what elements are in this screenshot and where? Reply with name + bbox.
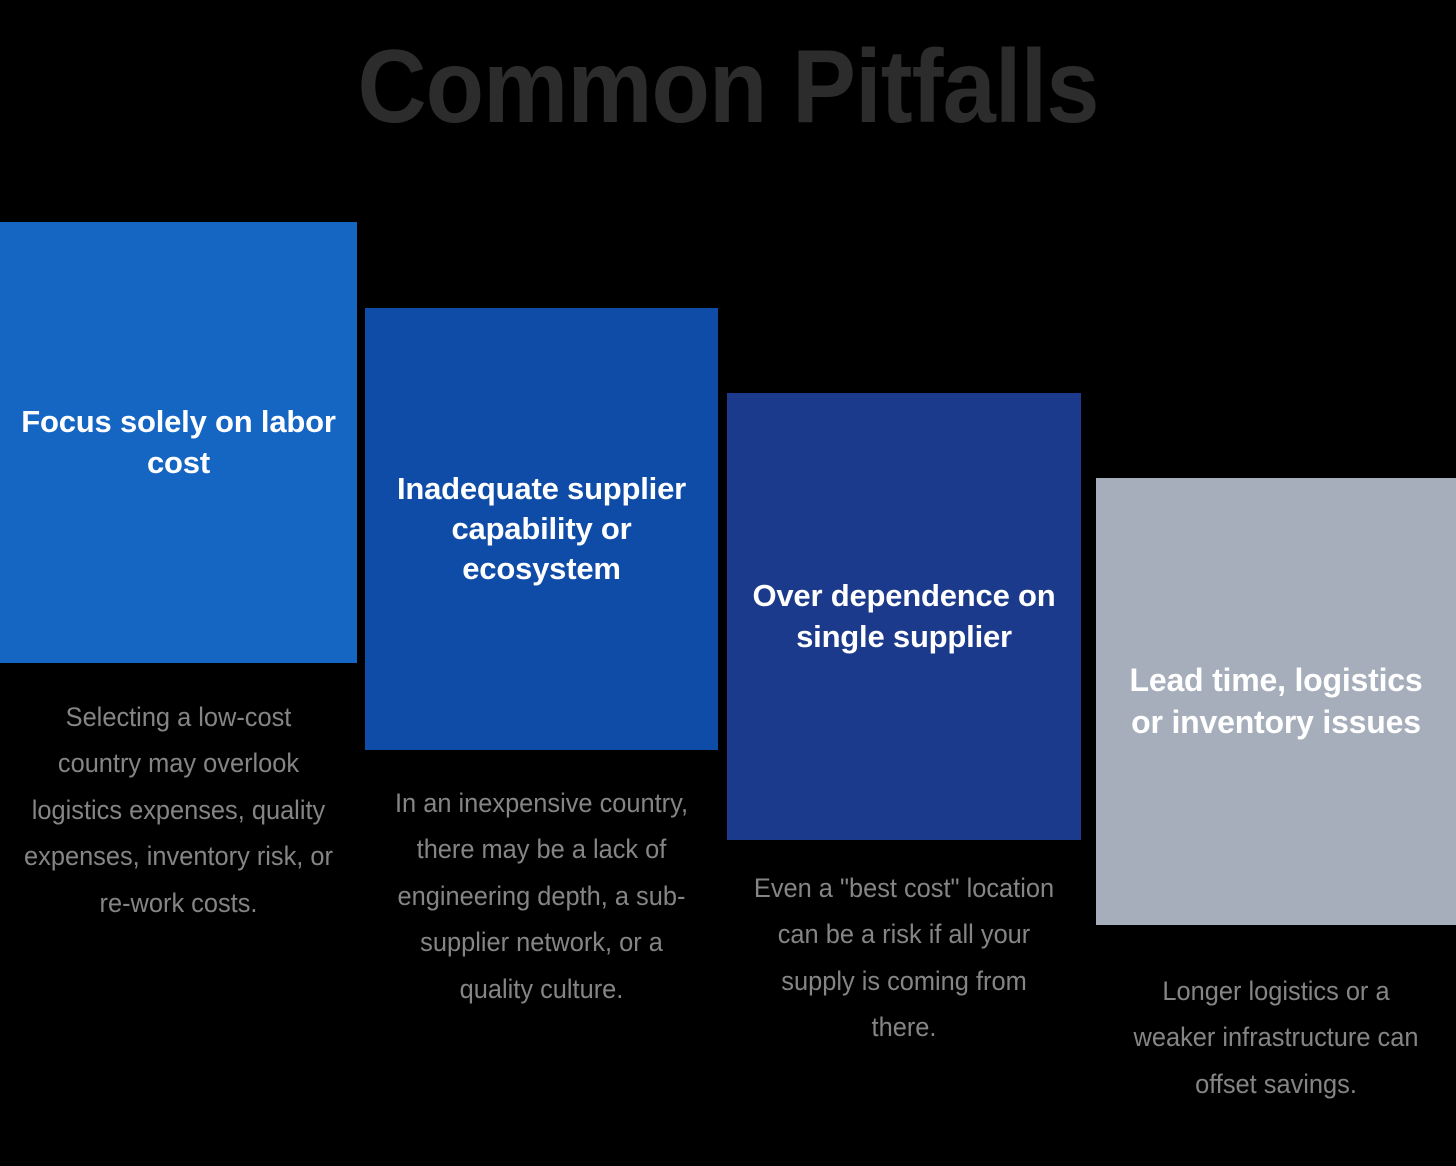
pitfall-bar-label-2: Inadequate supplier capability or ecosys… bbox=[396, 470, 687, 587]
pitfall-description-4: Longer logistics or a weaker infrastruct… bbox=[1133, 976, 1419, 1099]
pitfall-bar-3: Over dependence on single supplier bbox=[727, 393, 1081, 840]
pitfall-description-2: In an inexpensive country, there may be … bbox=[395, 788, 688, 1004]
pitfall-column-3: Over dependence on single supplier Even … bbox=[727, 0, 1081, 1166]
pitfall-column-1: Focus solely on labor cost Selecting a l… bbox=[0, 0, 357, 1166]
pitfall-bar-1: Focus solely on labor cost bbox=[0, 222, 357, 663]
pitfall-bar-2: Inadequate supplier capability or ecosys… bbox=[365, 308, 718, 750]
page-title: Common Pitfalls bbox=[357, 29, 1099, 145]
pitfall-description-1: Selecting a low-cost country may overloo… bbox=[24, 702, 333, 918]
pitfall-bar-4: Lead time, logistics or inventory issues bbox=[1096, 478, 1456, 925]
pitfall-bar-label-1: Focus solely on labor cost bbox=[21, 404, 336, 480]
pitfall-column-4: Lead time, logistics or inventory issues… bbox=[1096, 0, 1456, 1166]
pitfall-bar-label-3: Over dependence on single supplier bbox=[752, 578, 1056, 654]
pitfall-column-2: Inadequate supplier capability or ecosys… bbox=[365, 0, 718, 1166]
pitfall-bar-label-4: Lead time, logistics or inventory issues bbox=[1129, 661, 1423, 740]
pitfall-description-3: Even a "best cost" location can be a ris… bbox=[753, 873, 1055, 1043]
